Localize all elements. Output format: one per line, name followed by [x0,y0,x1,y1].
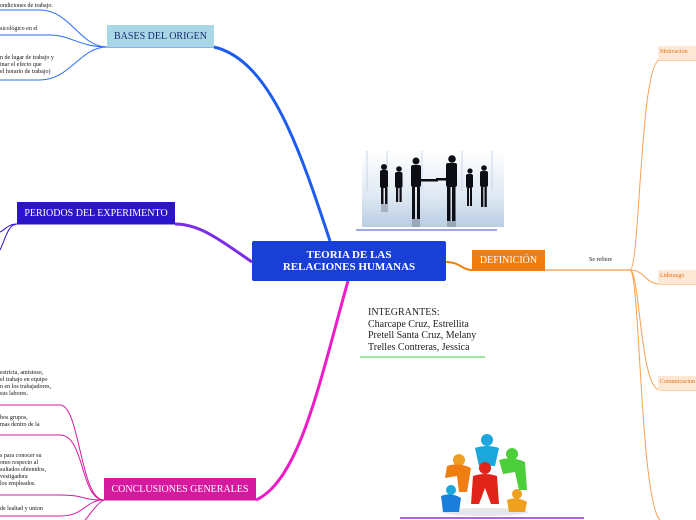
sub-topic-motivacion[interactable]: Motivacion [658,46,696,60]
branch-bases-del-origen[interactable]: BASES DEL ORIGEN [107,25,214,47]
conclusion-note-3-line: los empleados. [0,481,36,487]
branch-periodos-del-experimento[interactable]: PERIODOS DEL EXPERIMENTO [17,202,175,224]
conclusion-note-2[interactable]: bos grupos, mas dentro de la [0,415,40,429]
bases-note-3-line: el horario de trabajo) [0,69,51,75]
conclusion-note-2-line: mas dentro de la [0,422,40,428]
integrantes-member: Pretell Santa Cruz, Melany [368,330,477,341]
conclusion-note-3-line: s para conocer su [0,453,42,459]
bases-note-3[interactable]: n de lugar de trabajo y inar el efecto q… [0,55,54,76]
conclusion-note-1-line: n en los trabajadores, [0,384,51,390]
definition-connector-label[interactable]: Se refiere [589,257,613,263]
bases-note-3-line: inar el efecto que [0,62,42,68]
conclusion-note-1-line: el trabajo en equipo [0,377,48,383]
conclusion-note-2-line: bos grupos, [0,415,28,421]
bases-note-3-line: n de lugar de trabajo y [0,55,54,61]
integrantes-note[interactable]: INTEGRANTES: Charcape Cruz, Estrellita P… [368,307,476,353]
branch-conclusiones-generales[interactable]: CONCLUSIONES GENERALES [104,478,256,500]
conclusion-note-1-line: estricta, amistoso, [0,370,44,376]
conclusion-note-4[interactable]: de lealtad y union [0,506,43,512]
central-topic-node[interactable]: TEORIA DE LAS RELACIONES HUMANAS [252,241,446,281]
branch-definicion[interactable]: DEFINICIÓN [472,250,545,271]
conclusion-note-3-line: vestigadora [0,474,28,480]
integrantes-member: Charcape Cruz, Estrellita [368,318,469,330]
conclusion-note-3[interactable]: s para conocer su omo respecto al sultad… [0,453,46,488]
business-people-image[interactable] [362,151,504,227]
bases-note-2[interactable]: sicológico en el [0,26,38,32]
integrantes-title: INTEGRANTES: [368,307,440,318]
sub-topic-liderazgo[interactable]: Liderazgo [658,270,696,284]
conclusion-note-1-line: sus labores. [0,391,28,397]
integrantes-member: Trelles Contreras, Jessica [368,341,470,353]
central-topic-line1: TEORIA DE LAS [306,249,392,261]
conclusion-note-1[interactable]: estricta, amistoso, el trabajo en equipo… [0,370,51,398]
central-topic-line2: RELACIONES HUMANAS [282,261,416,273]
teamwork-figures-image[interactable] [437,432,533,516]
sub-topic-comunicacion[interactable]: Comunicacion [658,376,696,390]
bases-note-1[interactable]: ondiciones de trabajo. [0,3,53,9]
conclusion-note-3-line: omo respecto al [0,460,38,466]
conclusion-note-3-line: sultados obtenidos, [0,467,46,473]
